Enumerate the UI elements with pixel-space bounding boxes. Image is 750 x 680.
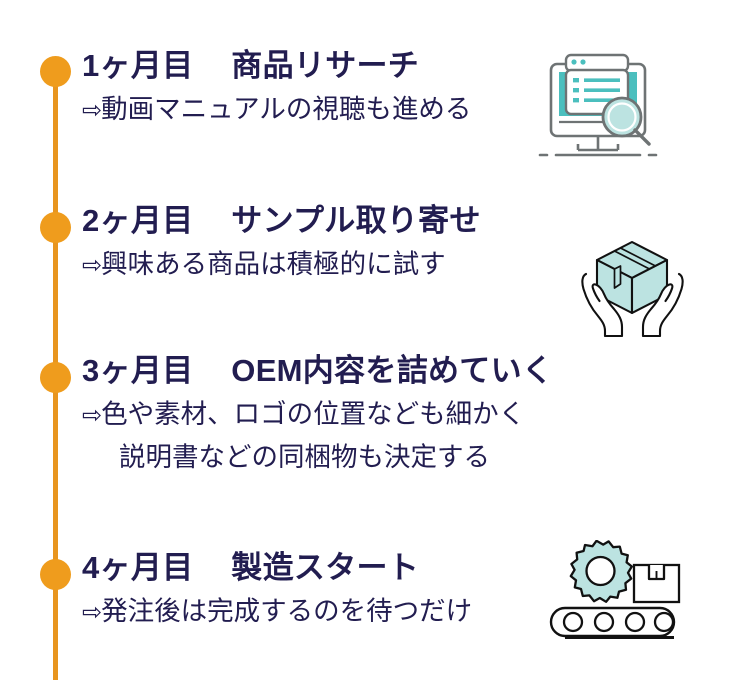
timeline-step-3: 3ヶ月目 OEM内容を詰めていく ⇨色や素材、ロゴの位置なども細かく 説明書など…	[82, 353, 553, 477]
step-2-description-1: ⇨興味ある商品は積極的に試す	[82, 245, 481, 284]
timeline-step-4: 4ヶ月目 製造スタート ⇨発注後は完成するのを待つだけ	[82, 550, 472, 630]
step-3-heading: 3ヶ月目 OEM内容を詰めていく	[82, 353, 553, 390]
monitor-research-icon	[534, 50, 664, 170]
step-2-title: サンプル取り寄せ	[231, 203, 481, 238]
step-4-description-1: ⇨発注後は完成するのを待つだけ	[82, 592, 472, 631]
step-1-month: 1ヶ月目	[82, 48, 194, 83]
right-arrow-icon: ⇨	[82, 96, 102, 124]
timeline-dot-step-3	[40, 362, 71, 393]
step-3-description-1: ⇨色や素材、ロゴの位置なども細かく	[82, 395, 553, 434]
step-1-title: 商品リサーチ	[231, 48, 420, 83]
step-3-description-2: 説明書などの同梱物も決定する	[119, 442, 490, 473]
step-2-month: 2ヶ月目	[82, 203, 194, 238]
step-3-title: OEM内容を詰めていく	[231, 353, 554, 388]
step-2-description-text: 興味ある商品は積極的に試す	[101, 248, 446, 279]
gear-shape	[569, 539, 633, 603]
step-4-title: 製造スタート	[231, 550, 420, 585]
timeline-dot-step-4	[40, 559, 71, 590]
timeline-dot-step-1	[40, 56, 71, 87]
step-1-description-1: ⇨動画マニュアルの視聴も進める	[82, 90, 471, 129]
step-4-month: 4ヶ月目	[82, 550, 194, 585]
step-1-description-text: 動画マニュアルの視聴も進める	[101, 93, 472, 124]
step-4-description-text: 発注後は完成するのを待つだけ	[101, 595, 473, 626]
step-3-month: 3ヶ月目	[82, 353, 194, 388]
timeline-dot-step-2	[40, 212, 71, 243]
step-4-heading: 4ヶ月目 製造スタート	[82, 550, 472, 587]
step-2-heading: 2ヶ月目 サンプル取り寄せ	[82, 203, 481, 240]
step-1-heading: 1ヶ月目 商品リサーチ	[82, 48, 471, 85]
timeline-step-1: 1ヶ月目 商品リサーチ ⇨動画マニュアルの視聴も進める	[82, 48, 471, 128]
right-arrow-icon: ⇨	[82, 598, 102, 626]
right-arrow-icon: ⇨	[82, 401, 102, 429]
hands-holding-box-icon	[575, 237, 690, 342]
timeline-step-2: 2ヶ月目 サンプル取り寄せ ⇨興味ある商品は積極的に試す	[82, 203, 481, 283]
gear-conveyor-icon	[546, 539, 681, 655]
step-3-description-text-1: 色や素材、ロゴの位置なども細かく	[101, 398, 526, 429]
right-arrow-icon: ⇨	[82, 251, 102, 279]
